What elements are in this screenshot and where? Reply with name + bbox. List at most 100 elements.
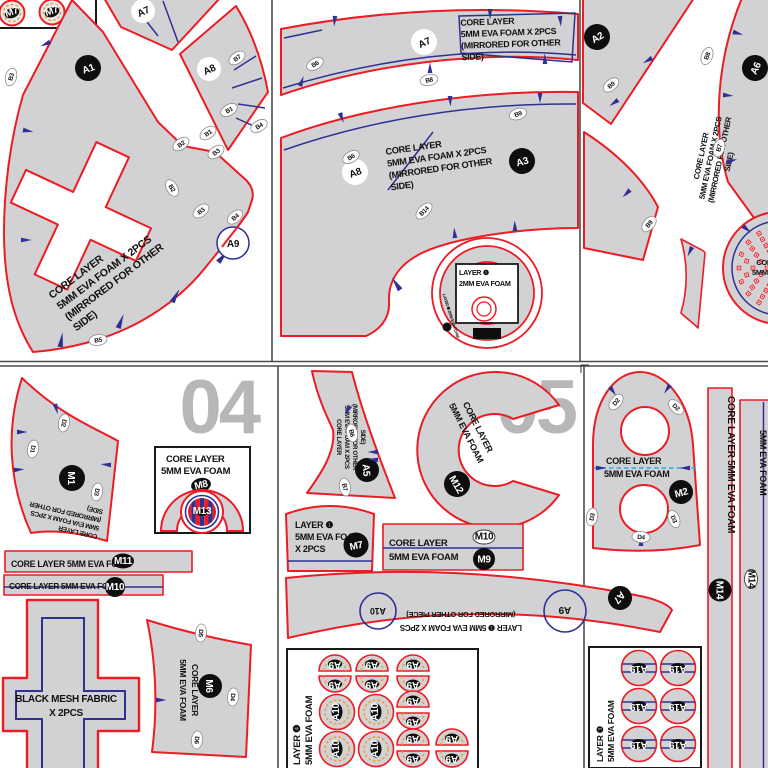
svg-text:D3: D3 xyxy=(92,488,100,497)
layer3-label-1: LAYER ❸ xyxy=(595,725,605,762)
seam-circle-a10: A10 xyxy=(370,606,386,616)
seam-pills-topright: B9 B8 B7 xyxy=(602,46,726,158)
m8-box-text-1: CORE LAYER xyxy=(166,454,225,465)
svg-text:A9: A9 xyxy=(406,659,419,670)
dotted-circle-text-2: 5MM EVA FOAM xyxy=(752,268,768,277)
svg-text:A9: A9 xyxy=(328,679,341,690)
svg-text:A9: A9 xyxy=(328,659,341,670)
piece-quad-topright xyxy=(680,238,706,329)
svg-text:B8: B8 xyxy=(425,76,435,85)
svg-text:CORE LAYER 5MM EVA FOAM: CORE LAYER 5MM EVA FOAM xyxy=(9,582,121,591)
svg-text:D3: D3 xyxy=(589,512,597,521)
m2-text-1: CORE LAYER xyxy=(606,456,662,466)
ring-box-text-1: LAYER ❶ xyxy=(459,268,489,277)
svg-text:5MM EVA FOAM X 2PCS: 5MM EVA FOAM X 2PCS xyxy=(343,405,349,469)
page-04: 04 CORE LAYER 5MM EVA FOAM X 2PCS (MIRRO… xyxy=(1,365,264,768)
svg-text:B1: B1 xyxy=(203,128,214,138)
svg-text:B6: B6 xyxy=(347,429,355,438)
svg-text:CORE LAYER: CORE LAYER xyxy=(335,419,341,456)
piece-a5-sail: SIDE) (MIRRORED FOR OTHER 5MM EVA FOAM X… xyxy=(306,370,396,499)
piece-m6: CORE LAYER 5MM EVA FOAM M6 D5 D4 D6 xyxy=(146,619,252,758)
piece-id-m10: M10 xyxy=(105,577,125,597)
svg-text:M14: M14 xyxy=(746,570,757,589)
piece-a7-band: CORE LAYER 5MM EVA FOAM X 2PCS (MIRRORED… xyxy=(280,9,579,96)
corner-registration-mark xyxy=(580,364,589,373)
page-05: 05 SIDE) (MIRRORED FOR OTHER 5MM EVA FOA… xyxy=(285,365,673,768)
piece-id-m7-corner-a: M7 xyxy=(4,5,21,20)
piece-m2: CORE LAYER 5MM EVA FOAM M2 D2 D2 D3 D3 D… xyxy=(585,371,701,552)
m7-text-2: 5MM EVA FOAM xyxy=(295,532,360,542)
svg-text:B5: B5 xyxy=(94,337,103,345)
svg-text:B7: B7 xyxy=(232,53,243,63)
svg-text:A10: A10 xyxy=(370,740,381,758)
page-topmiddle: CORE LAYER 5MM EVA FOAM X 2PCS (MIRRORED… xyxy=(280,9,579,349)
svg-text:M7: M7 xyxy=(4,5,21,20)
svg-text:A9: A9 xyxy=(406,716,419,727)
mesh-text-2: X 2PCS xyxy=(49,708,83,719)
m9-text-2: 5MM EVA FOAM xyxy=(389,552,459,563)
striped-circle-m13: M13 xyxy=(180,490,224,534)
svg-text:B8: B8 xyxy=(703,51,712,61)
svg-text:CORE LAYER: CORE LAYER xyxy=(190,664,200,716)
page-number-04: 04 xyxy=(179,365,260,450)
svg-text:B9: B9 xyxy=(606,80,617,91)
svg-text:A7: A7 xyxy=(136,4,152,19)
svg-text:A19: A19 xyxy=(630,663,648,674)
piece-id-m12: M12 xyxy=(444,471,470,497)
svg-text:A7: A7 xyxy=(417,35,433,50)
piece-m12-c: CORE LAYER 5MM EVA FOAM M12 xyxy=(416,371,560,529)
svg-text:B2: B2 xyxy=(166,183,176,194)
seam-circle-a9-band: A9 xyxy=(558,604,571,615)
piece-dotted-circle: CORE LAYER 5MM EVA FOAM xyxy=(722,212,768,324)
svg-text:5MM EVA FOAM: 5MM EVA FOAM xyxy=(178,659,188,721)
svg-text:M7: M7 xyxy=(44,4,61,19)
seam-pill-m10: M10 xyxy=(472,529,496,545)
svg-text:A1: A1 xyxy=(81,62,97,77)
svg-text:D4: D4 xyxy=(228,693,236,702)
svg-text:A10: A10 xyxy=(370,703,381,721)
svg-text:LAYER ❶ 5MM EVA FOAM X 2PCS: LAYER ❶ 5MM EVA FOAM X 2PCS xyxy=(399,623,522,632)
layer4-label-1: LAYER ❹ xyxy=(292,724,303,765)
svg-text:A9: A9 xyxy=(406,753,419,764)
strip-m11: CORE LAYER 5MM EVA FOAM M11 xyxy=(4,550,193,573)
piece-id-a7-band-end: A7 xyxy=(608,586,632,610)
svg-text:SIDE): SIDE) xyxy=(359,430,365,445)
svg-text:D2: D2 xyxy=(59,419,67,428)
m7-text-3: X 2PCS xyxy=(295,544,326,554)
piece-m7: LAYER ❶ 5MM EVA FOAM X 2PCS M7 xyxy=(285,505,375,572)
svg-text:5MM EVA FOAM X 2PCS: 5MM EVA FOAM X 2PCS xyxy=(461,26,557,39)
svg-text:M2: M2 xyxy=(674,486,690,500)
svg-text:B6: B6 xyxy=(346,152,357,162)
piece-a1: CORE LAYER 5MM EVA FOAM X 2PCS (MIRRORED… xyxy=(3,0,254,353)
svg-text:A19: A19 xyxy=(669,663,687,674)
band-text: LAYER ❶ 5MM EVA FOAM X 2PCS (MIRRORED FO… xyxy=(399,610,522,632)
svg-text:M9: M9 xyxy=(477,555,491,566)
layer4-half-labels: A9 A9 A9 A9 A9 A9 A9 A9 A9 A9 A9 A9 xyxy=(328,659,459,764)
mesh-text-1: BLACK MESH FABRIC xyxy=(15,694,117,705)
m8-box-text-2: 5MM EVA FOAM xyxy=(161,466,231,477)
svg-text:B9: B9 xyxy=(644,219,655,230)
seam-pill-m14: M14 xyxy=(744,569,758,589)
layer3-circles: A19 A19 A19 A19 A19 A19 xyxy=(620,649,697,763)
piece-id-m8: M8 xyxy=(191,477,211,492)
piece-id-a1: A1 xyxy=(75,55,101,81)
piece-id-m14: M14 xyxy=(708,578,732,602)
ring-box-text-2: 2MM EVA FOAM xyxy=(459,279,511,288)
svg-text:A9: A9 xyxy=(365,679,378,690)
svg-text:A9: A9 xyxy=(445,753,458,764)
piece-id-a8: A8 xyxy=(197,57,221,81)
svg-text:M6: M6 xyxy=(203,679,214,693)
piece-id-a8-band: A8 xyxy=(342,159,368,185)
svg-text:D2: D2 xyxy=(611,397,622,408)
svg-text:B3: B3 xyxy=(211,147,222,157)
svg-text:SIDE): SIDE) xyxy=(87,504,104,514)
svg-text:B2: B2 xyxy=(176,139,187,149)
dotted-circle-text-1: CORE LAYER xyxy=(756,258,768,267)
piece-a2: A2 xyxy=(582,0,694,125)
svg-text:A9: A9 xyxy=(406,695,419,706)
ring-dot xyxy=(442,322,452,332)
page-bottomright: CORE LAYER 5MM EVA FOAM M2 D2 D2 D3 D3 D… xyxy=(585,371,768,768)
m7-text-1: LAYER ❶ xyxy=(295,520,333,530)
